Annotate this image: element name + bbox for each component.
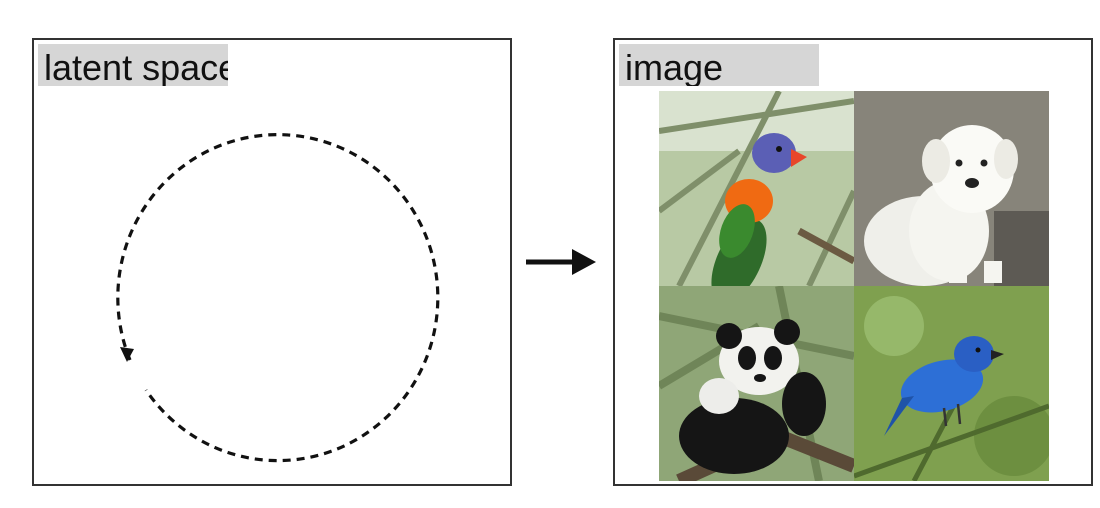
right-arrow-icon xyxy=(526,249,596,275)
image-panel: image xyxy=(613,38,1093,486)
image-label: image xyxy=(619,44,819,86)
latent-space-label: latent space xyxy=(38,44,228,86)
latent-space-panel: latent space xyxy=(32,38,512,486)
image-dog xyxy=(854,91,1049,286)
latent-trajectory-path xyxy=(116,133,440,463)
image-grid xyxy=(659,91,1049,481)
trajectory-arrowhead xyxy=(120,347,134,362)
image-parrot xyxy=(659,91,854,286)
image-panda xyxy=(659,286,854,481)
latent-circle-diagram xyxy=(116,133,440,463)
image-blue-bird xyxy=(854,286,1049,481)
